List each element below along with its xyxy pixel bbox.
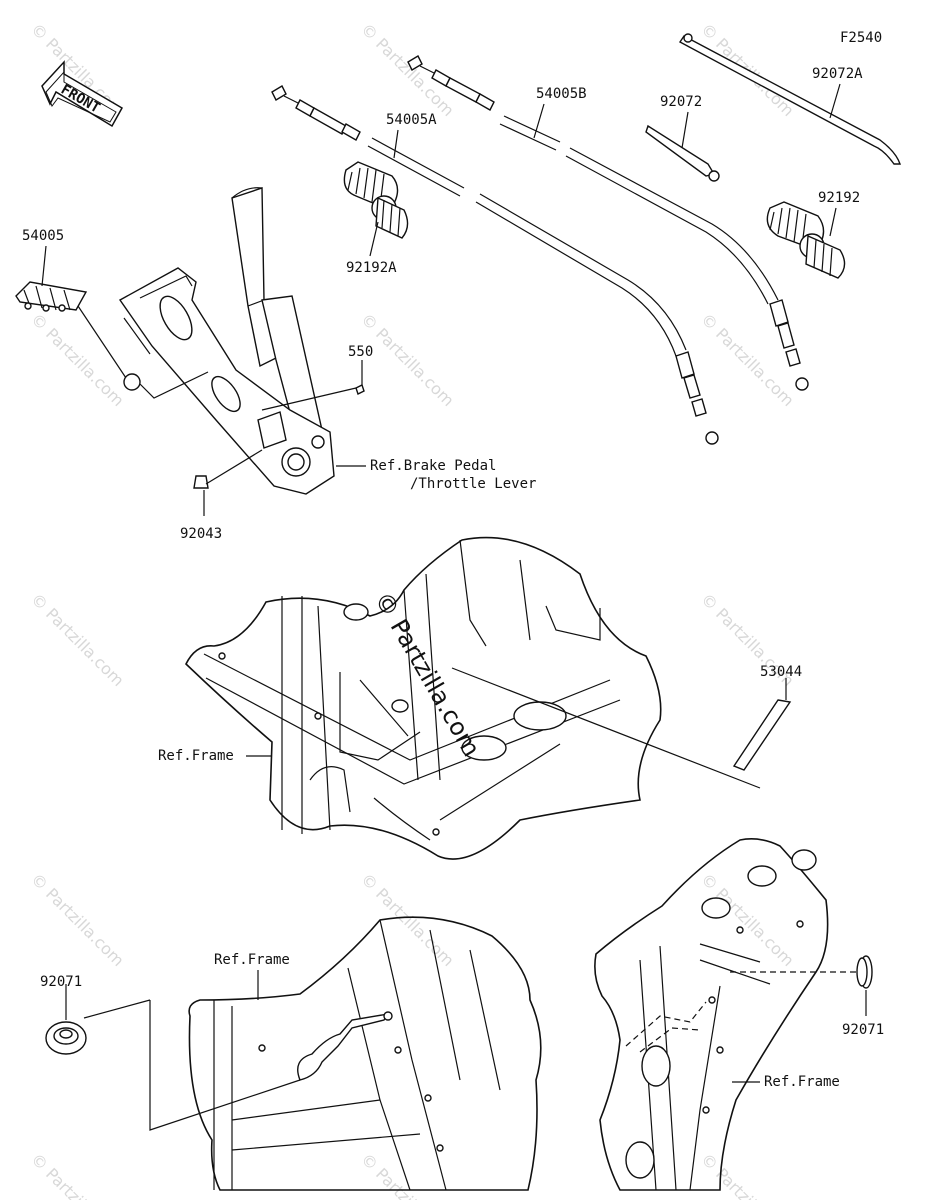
tie-92072a <box>678 33 901 165</box>
label-92043: 92043 <box>180 526 222 542</box>
ref-frame-bottom-left: Ref.Frame <box>214 952 290 968</box>
label-54005a: 54005A <box>386 112 437 128</box>
pin-550 <box>261 360 365 411</box>
label-54005b: 54005B <box>536 86 587 102</box>
watermark: © Partzilla.com <box>357 19 458 120</box>
leader-92192 <box>829 207 837 237</box>
watermark: © Partzilla.com <box>27 309 128 410</box>
pin-92043 <box>193 449 263 516</box>
cable-54005b <box>407 55 809 391</box>
label-550: 550 <box>348 344 373 360</box>
frame-bottom-right <box>594 838 858 1191</box>
grommet-53044 <box>732 678 792 771</box>
boot-92192a <box>343 161 409 239</box>
leader-92192a <box>369 221 379 257</box>
label-53044: 53044 <box>760 664 802 680</box>
leader-54005b <box>533 103 545 139</box>
watermark: © Partzilla.com <box>697 1149 798 1200</box>
brake-lever-assembly <box>118 187 335 495</box>
frame-middle <box>185 536 761 860</box>
leader-92072a <box>829 83 841 119</box>
ref-frame-middle: Ref.Frame <box>158 748 234 764</box>
ref-frame-bottom-right: Ref.Frame <box>764 1074 840 1090</box>
ref-throttle-lever: /Throttle Lever <box>410 476 536 492</box>
label-92072a: 92072A <box>812 66 863 82</box>
label-92071-left: 92071 <box>40 974 82 990</box>
ref-brake-pedal: Ref.Brake Pedal <box>370 458 496 474</box>
cable-54005a <box>271 85 719 445</box>
boot-92192 <box>766 201 846 279</box>
label-92072: 92072 <box>660 94 702 110</box>
tie-92072 <box>645 124 720 182</box>
leader-54005 <box>41 245 47 287</box>
grommet-92071-left <box>45 984 87 1055</box>
grommet-92071-right <box>856 955 873 1016</box>
watermark: © Partzilla.com <box>27 589 128 690</box>
cable-guide-54005 <box>15 281 209 399</box>
leader-92072 <box>681 111 689 149</box>
watermark: © Partzilla.com <box>27 869 128 970</box>
leader-54005a <box>393 129 399 159</box>
label-92071-right: 92071 <box>842 1022 884 1038</box>
label-92192a: 92192A <box>346 260 397 276</box>
watermark: © Partzilla.com <box>697 869 798 970</box>
label-54005: 54005 <box>22 228 64 244</box>
label-92192: 92192 <box>818 190 860 206</box>
frame-bottom-left <box>83 916 542 1191</box>
watermark: © Partzilla.com <box>27 1149 128 1200</box>
figure-code: F2540 <box>840 30 882 46</box>
watermark-layer: © Partzilla.com © Partzilla.com © Partzi… <box>27 19 798 1200</box>
watermark: © Partzilla.com <box>357 1149 458 1200</box>
